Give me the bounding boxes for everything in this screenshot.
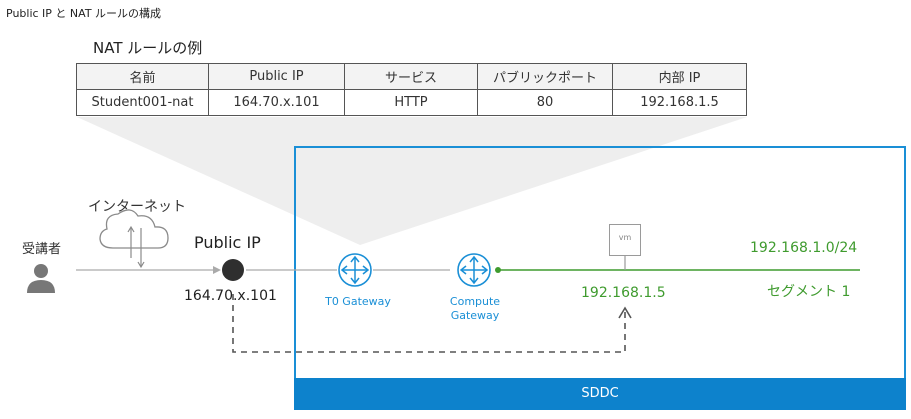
cell-public-ip: 164.70.x.101 <box>208 89 345 116</box>
user-icon <box>27 264 55 293</box>
page-title: Public IP と NAT ルールの構成 <box>6 7 162 20</box>
t0-gateway-label: T0 Gateway <box>325 295 391 308</box>
public-ip-address: 164.70.x.101 <box>184 288 277 304</box>
compute-gateway-label-line2: Gateway <box>450 309 500 322</box>
column-header-public-port: パブリックポート <box>477 63 613 90</box>
arrowhead-icon <box>213 266 221 274</box>
nat-table-heading: NAT ルールの例 <box>93 39 203 57</box>
cloud-icon <box>99 209 169 269</box>
column-header-internal-ip: 内部 IP <box>612 63 747 90</box>
compute-gateway-router-icon <box>457 253 491 287</box>
nat-rule-table: 名前 Public IP サービス パブリックポート 内部 IP Student… <box>76 63 747 116</box>
cell-internal-ip: 192.168.1.5 <box>612 89 747 116</box>
vm-icon <box>609 224 641 256</box>
sddc-label: SDDC <box>581 386 619 401</box>
public-ip-node <box>222 259 244 281</box>
internet-label: インターネット <box>88 199 186 215</box>
cell-public-port: 80 <box>477 89 613 116</box>
funnel-shape <box>77 117 747 245</box>
table-row: Student001-nat 164.70.x.101 HTTP 80 192.… <box>76 89 747 116</box>
table-header-row: 名前 Public IP サービス パブリックポート 内部 IP <box>76 63 747 90</box>
nat-arrowhead-icon <box>618 306 632 319</box>
column-header-public-ip: Public IP <box>208 63 345 90</box>
sddc-boundary <box>294 146 906 378</box>
column-header-name: 名前 <box>76 63 209 90</box>
cell-name: Student001-nat <box>76 89 209 116</box>
cell-service: HTTP <box>344 89 478 116</box>
t0-gateway-router-icon <box>338 253 372 287</box>
vm-label: vm <box>618 233 632 242</box>
compute-gateway-label-line1: Compute <box>449 295 501 308</box>
sddc-bar <box>294 378 906 410</box>
segment-label: セグメント 1 <box>767 284 851 300</box>
nat-translation-path <box>232 294 626 353</box>
compute-gateway-label: Compute Gateway <box>435 295 515 323</box>
user-label: 受講者 <box>22 242 62 257</box>
public-ip-label: Public IP <box>194 233 261 252</box>
segment-endpoint-dot <box>495 267 501 273</box>
vm-address: 192.168.1.5 <box>581 285 666 301</box>
subnet-label: 192.168.1.0/24 <box>750 240 858 256</box>
